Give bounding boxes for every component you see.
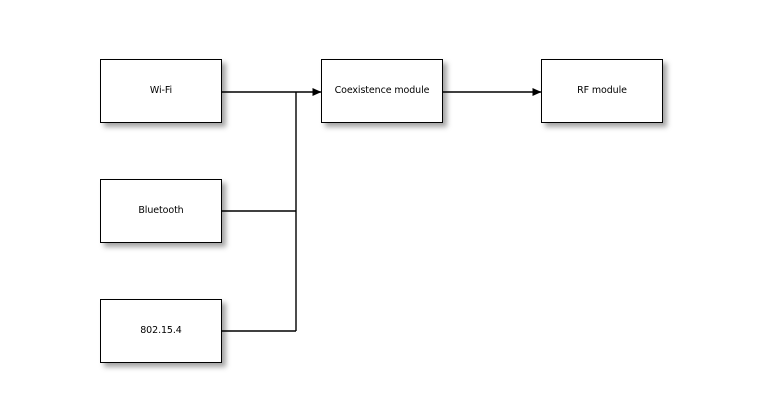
- node-802-15-4-label: 802.15.4: [140, 325, 182, 337]
- node-rf-module[interactable]: RF module: [541, 59, 663, 123]
- node-wifi-label: Wi-Fi: [149, 85, 173, 97]
- node-rf-module-label: RF module: [577, 85, 627, 97]
- node-bluetooth[interactable]: Bluetooth: [100, 179, 222, 243]
- node-bluetooth-label: Bluetooth: [138, 205, 184, 217]
- node-coexistence-module-label: Coexistence module: [334, 85, 430, 97]
- node-wifi[interactable]: Wi-Fi: [100, 59, 222, 123]
- node-coexistence-module[interactable]: Coexistence module: [321, 59, 443, 123]
- node-802-15-4[interactable]: 802.15.4: [100, 299, 222, 363]
